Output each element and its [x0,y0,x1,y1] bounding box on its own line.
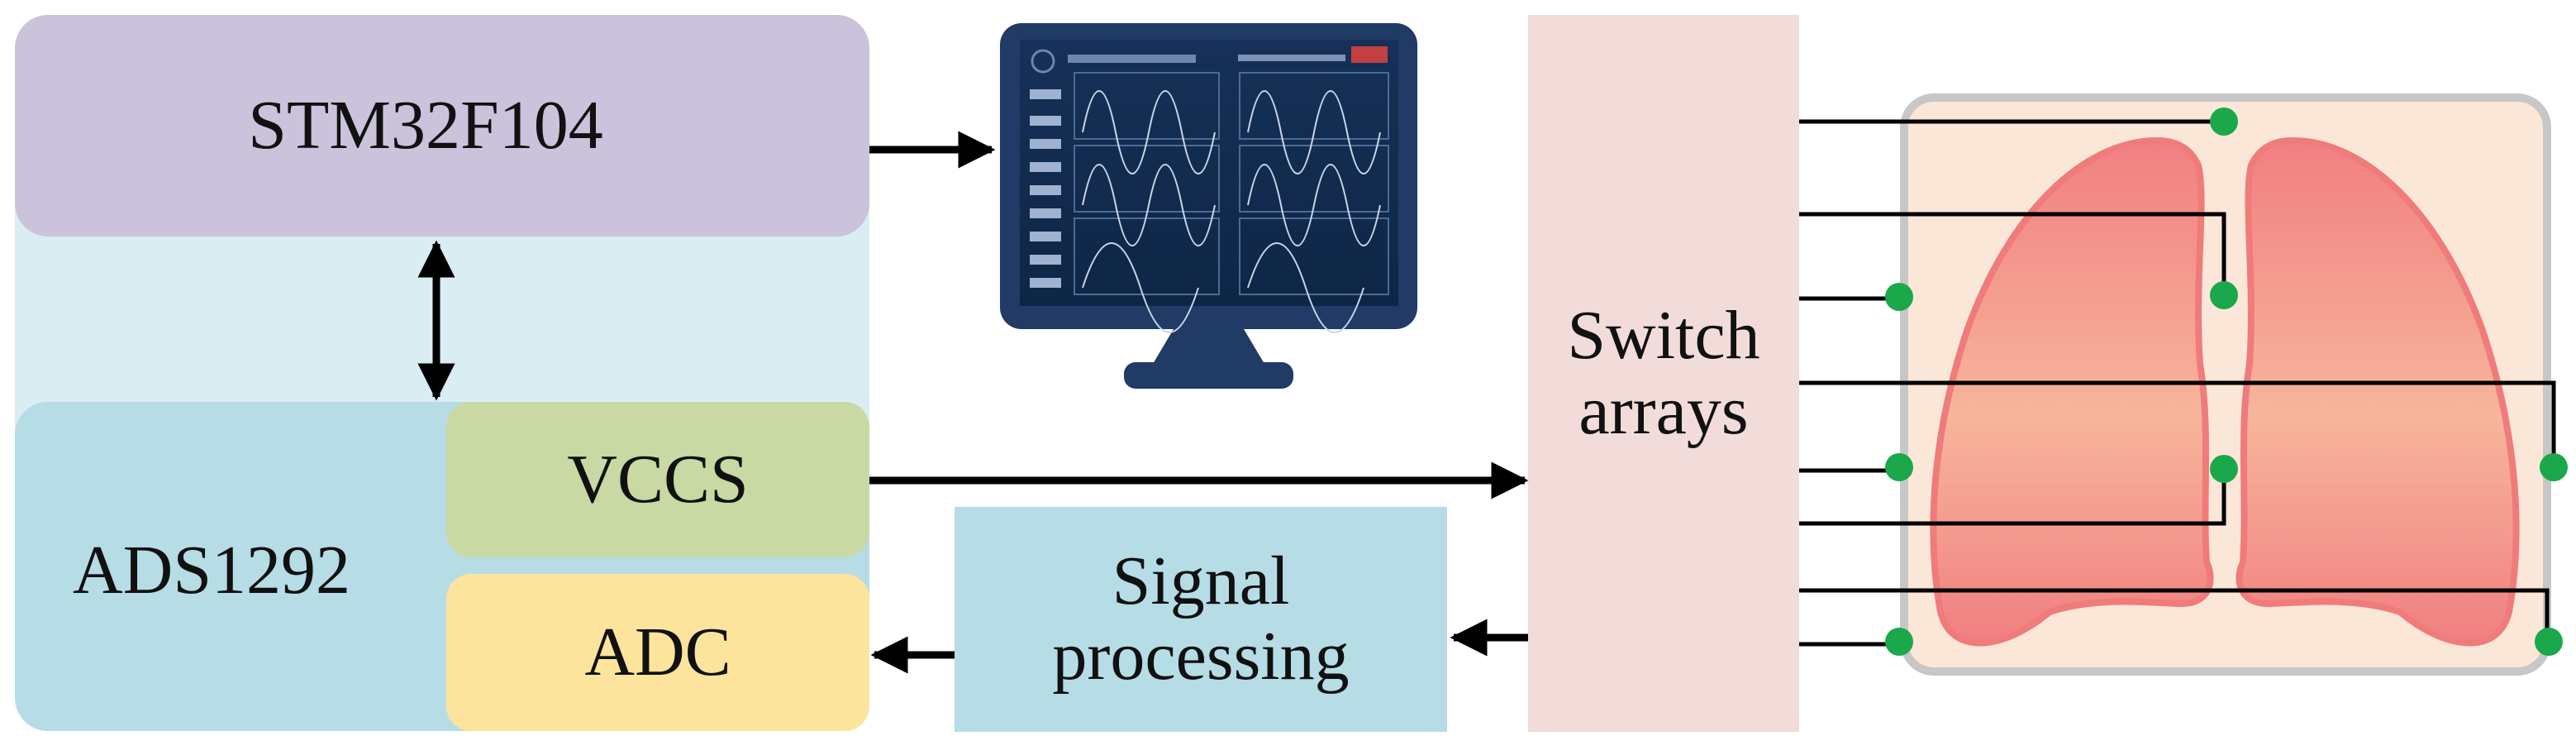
electrode-icon [1885,628,1913,656]
vccs-block: VCCS [446,402,869,557]
switch-arrays-block: Switch arrays [1528,15,1799,732]
electrode-icon [1885,283,1913,311]
adc-label: ADC [584,613,731,690]
electrode-icon [2210,108,2238,136]
monitor-icon [1000,23,1417,389]
electrode-icon [2210,455,2238,483]
afe-label: ADS1292 [73,531,351,609]
switch-arrays-label-2: arrays [1578,371,1749,449]
electrode-wires [1799,119,2556,647]
switch-arrays-label-1: Switch [1567,296,1760,374]
vccs-label: VCCS [567,440,749,518]
signal-processing-label-2: processing [1052,618,1350,695]
electrode-icon [2210,281,2238,309]
mcu-label: STM32F104 [248,86,603,164]
mcu-block: STM32F104 [15,15,869,237]
signal-processing-label-1: Signal [1112,542,1290,620]
adc-block: ADC [446,574,869,731]
electrode-icon [2535,628,2563,656]
electrode-icon [1885,453,1913,481]
electrodes [1885,108,2568,656]
electrode-icon [2540,453,2568,481]
signal-processing-block: Signal processing [955,507,1447,732]
